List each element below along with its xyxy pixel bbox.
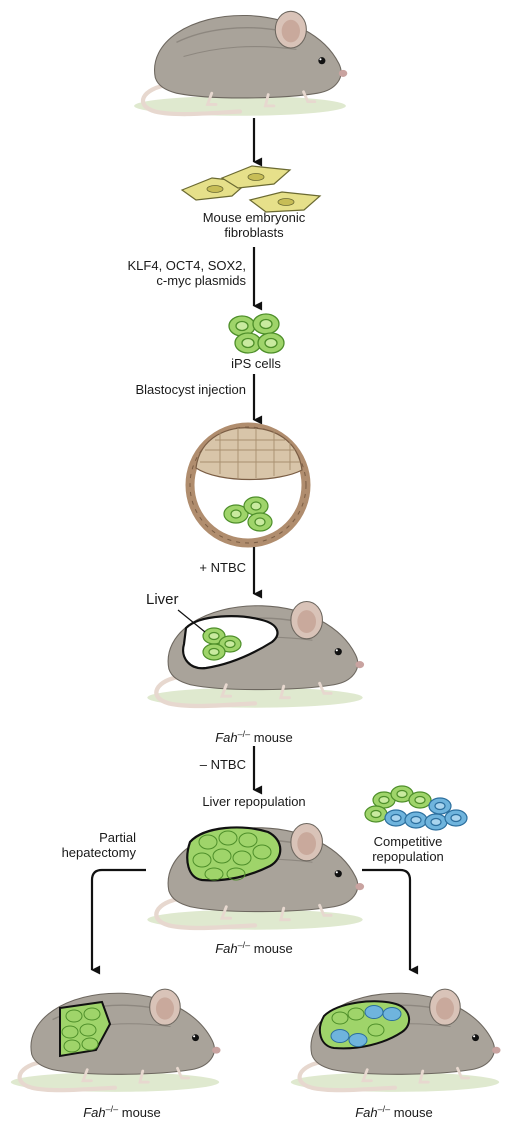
liver-repopulation-label: Liver repopulation — [202, 794, 306, 809]
mouse-word: mouse — [118, 1105, 161, 1120]
fibroblast-label: Mouse embryonic fibroblasts — [203, 210, 306, 240]
arrow-competitive-repopulation — [362, 868, 419, 975]
partial-hepatectomy-label: Partial hepatectomy — [40, 830, 136, 860]
competitive-cell-cluster — [364, 785, 468, 831]
competitive-label-line2: repopulation — [372, 849, 444, 864]
gene-name: Fah — [355, 1105, 378, 1120]
mouse-word: mouse — [250, 941, 293, 956]
genotype: –/– — [237, 729, 251, 739]
mouse-word: mouse — [250, 730, 293, 745]
mouse-label-repopulated: Fah–/– mouse — [215, 938, 293, 956]
mouse-word: mouse — [390, 1105, 433, 1120]
fibroblast-label-line1: Mouse embryonic — [202, 210, 306, 225]
genotype: –/– — [105, 1104, 119, 1114]
competitive-repopulation-label: Competitive repopulation — [372, 834, 444, 864]
liver-pointer — [177, 609, 206, 633]
plasmids-label-line1: KLF4, OCT4, SOX2, — [127, 258, 247, 273]
competitive-label-line1: Competitive — [373, 834, 443, 849]
partial-label-line2: hepatectomy — [61, 845, 136, 860]
mouse-label-left: Fah–/– mouse — [83, 1102, 161, 1120]
chimeric-mouse — [147, 601, 364, 707]
fibroblast-label-line2: fibroblasts — [224, 225, 284, 240]
donor-mouse — [134, 11, 347, 115]
fibroblast-cells — [180, 165, 322, 213]
genotype: –/– — [377, 1104, 391, 1114]
gene-name: Fah — [215, 730, 238, 745]
hepatectomy-mouse — [11, 989, 221, 1092]
mouse-label-middle: Fah–/– mouse — [215, 727, 293, 745]
plasmids-label-line2: c-myc plasmids — [156, 273, 246, 288]
liver-label: Liver — [146, 591, 179, 608]
gene-name: Fah — [215, 941, 238, 956]
ntbc-minus-label: – NTBC — [199, 757, 246, 772]
arrow-partial-hepatectomy — [90, 868, 146, 975]
genotype: –/– — [237, 940, 251, 950]
partial-label-line1: Partial — [99, 830, 136, 845]
competitive-mouse — [291, 989, 501, 1092]
mouse-label-right: Fah–/– mouse — [355, 1102, 433, 1120]
plasmids-label: KLF4, OCT4, SOX2, c-myc plasmids — [100, 258, 247, 288]
blastocyst — [185, 422, 311, 548]
ips-cell-cluster — [228, 313, 285, 354]
ntbc-plus-label: + NTBC — [199, 560, 246, 575]
ips-label: iPS cells — [231, 356, 281, 371]
gene-name: Fah — [83, 1105, 106, 1120]
repopulated-mouse — [147, 823, 364, 929]
blastocyst-injection-label: Blastocyst injection — [135, 382, 246, 397]
